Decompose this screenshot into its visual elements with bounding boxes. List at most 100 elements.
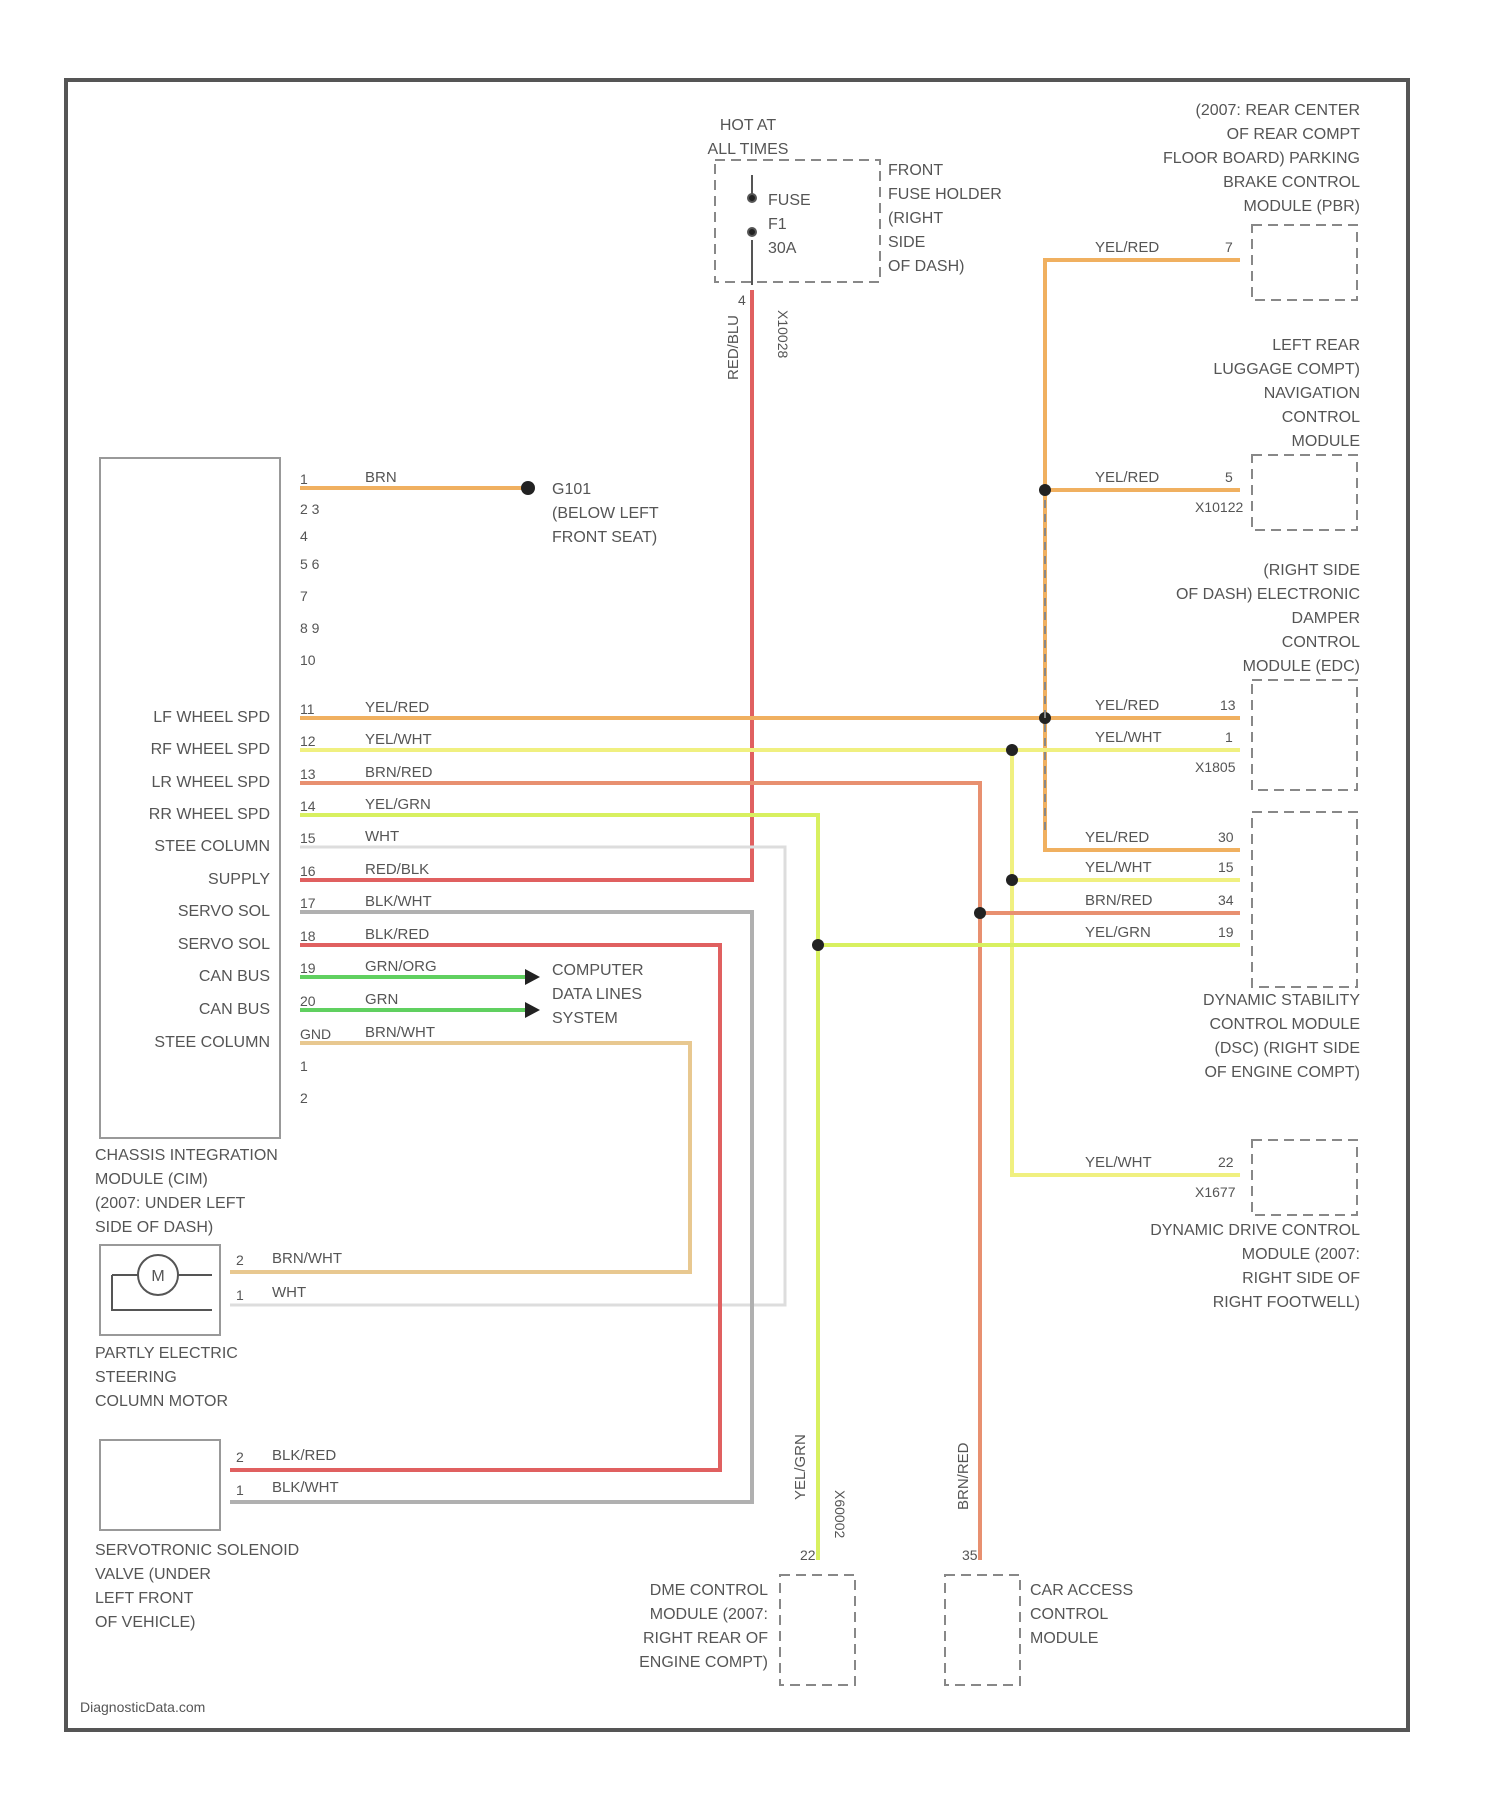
nav-wire: YEL/RED bbox=[1095, 469, 1159, 486]
pbr-label-line: BRAKE CONTROL bbox=[1223, 174, 1360, 191]
servo-wire: BLK/RED bbox=[272, 1447, 336, 1464]
ground-location-line: (BELOW LEFT bbox=[552, 505, 659, 522]
ddc-wire: YEL/WHT bbox=[1085, 1154, 1152, 1171]
ground-terminal bbox=[521, 481, 535, 495]
nav-pin: 5 bbox=[1225, 469, 1233, 485]
cim-pin-name: STEE COLUMN bbox=[154, 1034, 270, 1051]
dsc-pin: 30 bbox=[1218, 829, 1234, 845]
ddc-pin: 22 bbox=[1218, 1154, 1234, 1170]
cim-pin-name: SUPPLY bbox=[208, 871, 270, 888]
ground-location-line: FRONT SEAT) bbox=[552, 529, 657, 546]
ddc-label-line: DYNAMIC DRIVE CONTROL bbox=[1150, 1222, 1360, 1239]
fuse-holder-label-line: OF DASH) bbox=[888, 258, 964, 275]
pbr-label-line: MODULE (PBR) bbox=[1244, 198, 1360, 215]
cim-pin-name: RF WHEEL SPD bbox=[151, 741, 270, 758]
cim-label-line: CHASSIS INTEGRATION bbox=[95, 1147, 278, 1164]
cim-wire-color: BRN/WHT bbox=[365, 1024, 435, 1041]
pbr-label-line: OF REAR COMPT bbox=[1227, 126, 1361, 143]
edc-pin: 13 bbox=[1220, 697, 1236, 713]
cim-wire-color: YEL/GRN bbox=[365, 796, 431, 813]
fuse-hot-label-line: ALL TIMES bbox=[708, 141, 789, 158]
cim-pin-number: 13 bbox=[300, 766, 316, 782]
dsc-wire: YEL/RED bbox=[1085, 829, 1149, 846]
cim-pin-number: 2 3 bbox=[300, 501, 320, 517]
can-arrow-2 bbox=[525, 1002, 540, 1018]
watermark: DiagnosticData.com bbox=[80, 1699, 205, 1715]
servo-label-line: SERVOTRONIC SOLENOID bbox=[95, 1542, 299, 1559]
cim-pin-number: 18 bbox=[300, 928, 316, 944]
nav-box bbox=[1252, 455, 1357, 530]
cim-pin-number: 8 9 bbox=[300, 620, 320, 636]
dsc-label-line: DYNAMIC STABILITY bbox=[1203, 992, 1360, 1009]
splice-yel-wht-edc bbox=[1006, 744, 1018, 756]
dsc-label-line: OF ENGINE COMPT) bbox=[1204, 1064, 1360, 1081]
cim-wire-color: BRN bbox=[365, 469, 397, 486]
cim-pin-number: 1 bbox=[300, 471, 308, 487]
edc-pin: 1 bbox=[1225, 729, 1233, 745]
cim-label-line: SIDE OF DASH) bbox=[95, 1219, 213, 1236]
cas-box bbox=[945, 1575, 1020, 1685]
edc-label-line: MODULE (EDC) bbox=[1243, 658, 1360, 675]
nav-label-line: MODULE bbox=[1292, 433, 1360, 450]
cim-pin-number: GND bbox=[300, 1026, 331, 1042]
edc-label-line: DAMPER bbox=[1292, 610, 1360, 627]
dme-pin: 22 bbox=[800, 1547, 816, 1563]
cim-pin-number: 17 bbox=[300, 895, 316, 911]
dme-label-line: DME CONTROL bbox=[650, 1582, 768, 1599]
motor-box bbox=[100, 1245, 220, 1335]
cim-wire-color: YEL/RED bbox=[365, 699, 429, 716]
nav-label-line: LUGGAGE COMPT) bbox=[1213, 361, 1360, 378]
cim-pin-name: CAN BUS bbox=[199, 968, 270, 985]
motor-pin: 2 bbox=[236, 1252, 244, 1268]
wire-wht-column bbox=[230, 847, 785, 1305]
cim-pin-number: 20 bbox=[300, 993, 316, 1009]
fuse-wire-color: RED/BLU bbox=[725, 315, 742, 380]
motor-label-line: STEERING bbox=[95, 1369, 177, 1386]
pbr-label-line: (2007: REAR CENTER bbox=[1196, 102, 1361, 119]
dsc-wire: YEL/GRN bbox=[1085, 924, 1151, 941]
fuse-text-line: F1 bbox=[768, 216, 787, 233]
cim-wire-color: GRN/ORG bbox=[365, 958, 437, 975]
pbr-wire: YEL/RED bbox=[1095, 239, 1159, 256]
ddc-label-line: RIGHT SIDE OF bbox=[1242, 1270, 1360, 1287]
cim-pin-number: 5 6 bbox=[300, 556, 320, 572]
nav-label-line: NAVIGATION bbox=[1264, 385, 1360, 402]
pbr-pin: 7 bbox=[1225, 239, 1233, 255]
cim-pin-number: 1 bbox=[300, 1058, 308, 1074]
ddc-label-line: RIGHT FOOTWELL) bbox=[1213, 1294, 1360, 1311]
cim-pin-name: LF WHEEL SPD bbox=[153, 709, 270, 726]
ddc-label-line: MODULE (2007: bbox=[1242, 1246, 1360, 1263]
wires bbox=[230, 260, 1240, 1560]
motor-label-line: PARTLY ELECTRIC bbox=[95, 1345, 238, 1362]
cim-wire-color: BLK/RED bbox=[365, 926, 429, 943]
cas-pin: 35 bbox=[962, 1547, 978, 1563]
cim-pin-number: 16 bbox=[300, 863, 316, 879]
fuse-text-line: FUSE bbox=[768, 192, 811, 209]
splice-brn-red-dsc bbox=[974, 907, 986, 919]
fuse-pin-number: 4 bbox=[738, 292, 746, 308]
fuse-text-line: 30A bbox=[768, 240, 797, 257]
motor-wire: BRN/WHT bbox=[272, 1250, 342, 1267]
dme-label-line: MODULE (2007: bbox=[650, 1606, 768, 1623]
cim-pin-number: 7 bbox=[300, 588, 308, 604]
cim-pin-number: 10 bbox=[300, 652, 316, 668]
splice-yel-grn-dsc bbox=[812, 939, 824, 951]
motor-symbol-letter: M bbox=[151, 1268, 164, 1285]
servo-label-line: VALVE (UNDER bbox=[95, 1566, 211, 1583]
cim-pin-name: SERVO SOL bbox=[178, 936, 270, 953]
servo-pin: 1 bbox=[236, 1482, 244, 1498]
dsc-pin: 34 bbox=[1218, 892, 1234, 908]
servo-label-line: LEFT FRONT bbox=[95, 1590, 194, 1607]
cim-pin-number: 14 bbox=[300, 798, 316, 814]
dme-connector: X60002 bbox=[832, 1490, 848, 1538]
edc-wire: YEL/RED bbox=[1095, 697, 1159, 714]
pbr-box bbox=[1252, 225, 1357, 300]
edc-label-line: (RIGHT SIDE bbox=[1263, 562, 1360, 579]
cim-wire-color: YEL/WHT bbox=[365, 731, 432, 748]
fuse-holder-label-line: FUSE HOLDER bbox=[888, 186, 1002, 203]
can-destination-line: COMPUTER bbox=[552, 962, 644, 979]
cim-pin-name: STEE COLUMN bbox=[154, 838, 270, 855]
servo-pin: 2 bbox=[236, 1449, 244, 1465]
motor-pin: 1 bbox=[236, 1287, 244, 1303]
cim-pin-name: LR WHEEL SPD bbox=[151, 774, 270, 791]
